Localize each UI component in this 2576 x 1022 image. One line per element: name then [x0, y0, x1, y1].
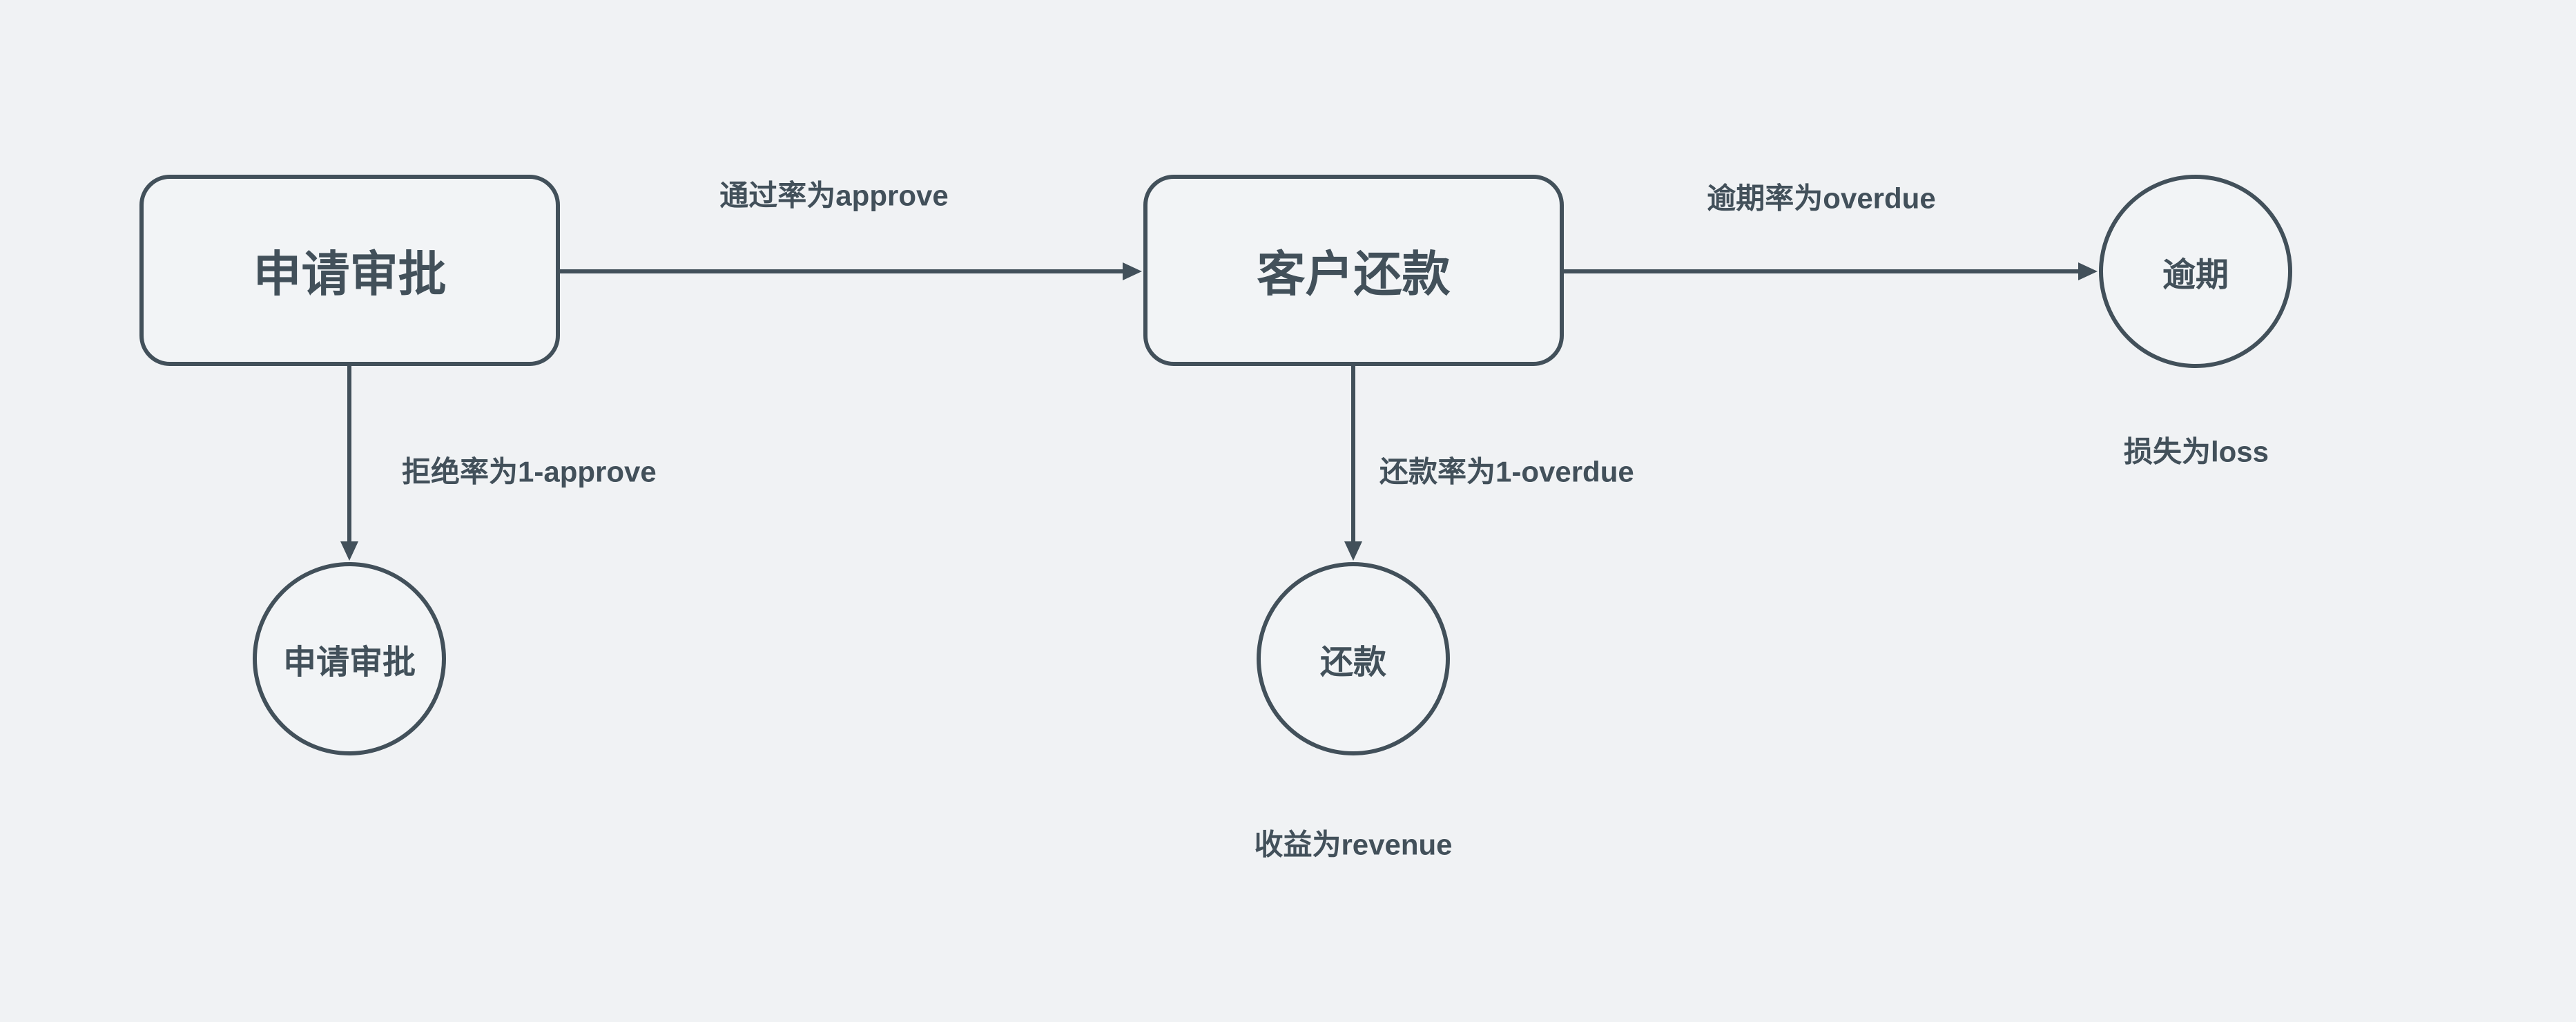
node-terminal-rejected-label: 申请审批 — [282, 644, 416, 681]
edge-reject-line[interactable] — [347, 366, 351, 543]
edge-repay-label: 还款率为1-overdue — [1379, 455, 1634, 488]
loss-annotation: 损失为loss — [2123, 435, 2269, 468]
node-application-approval[interactable]: 申请审批 — [139, 175, 560, 366]
edge-approve-arrowhead-icon — [1123, 262, 1142, 280]
node-customer-repayment[interactable]: 客户还款 — [1143, 175, 1564, 366]
node-terminal-overdue-label: 逾期 — [2162, 257, 2229, 293]
node-application-approval-label: 申请审批 — [253, 247, 447, 301]
node-terminal-overdue[interactable]: 逾期 — [2099, 175, 2292, 368]
revenue-annotation: 收益为revenue — [1254, 828, 1453, 861]
edge-overdue-label: 逾期率为overdue — [1707, 182, 1936, 215]
node-terminal-repaid-label: 还款 — [1319, 644, 1386, 681]
edge-overdue-arrowhead-icon — [2078, 262, 2098, 280]
node-terminal-rejected[interactable]: 申请审批 — [253, 562, 446, 755]
edge-reject-label: 拒绝率为1-approve — [402, 455, 657, 488]
node-terminal-repaid[interactable]: 还款 — [1257, 562, 1450, 755]
edge-repay-arrowhead-icon — [1344, 541, 1362, 561]
edge-approve-label: 通过率为approve — [719, 179, 949, 212]
edge-reject-arrowhead-icon — [340, 541, 358, 561]
edge-overdue-line[interactable] — [1564, 269, 2080, 273]
node-customer-repayment-label: 客户还款 — [1257, 247, 1451, 301]
edge-approve-line[interactable] — [560, 269, 1124, 273]
edge-repay-line[interactable] — [1351, 366, 1355, 543]
